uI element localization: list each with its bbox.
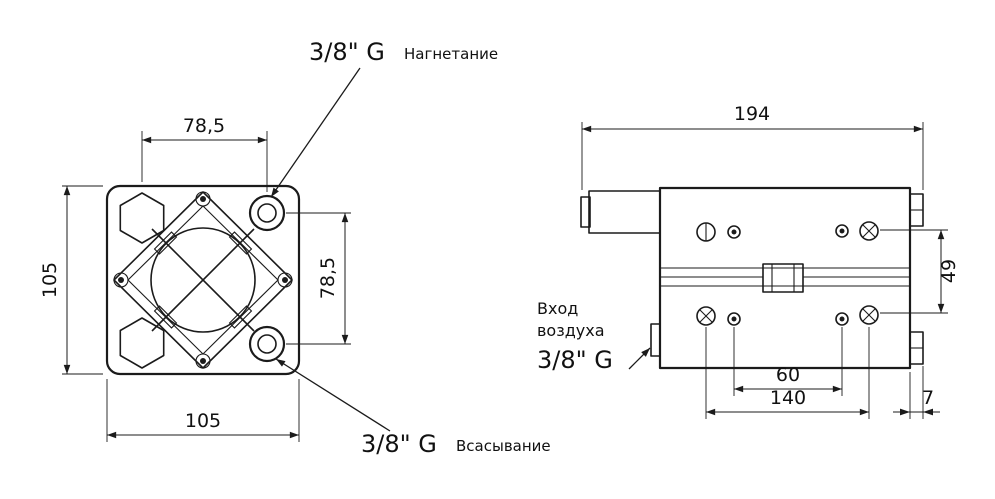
side-view: 194 49 60 140 [537,103,960,419]
dim-side-height: 49 [880,229,960,314]
dim-side-edge-offset: 7 [893,366,940,419]
center-chamber-circle [150,227,256,333]
suction-name-text: Всасывание [456,437,551,455]
dim-side-edge-offset-text: 7 [922,387,934,409]
air-inlet-callout: Вход воздуха 3/8" G [537,299,651,374]
discharge-size-text: 3/8" G [309,38,385,66]
center-clamp [762,263,804,293]
side-body-outline [658,186,912,370]
dim-front-left-height: 105 [39,185,103,375]
air-inlet-text-line2: воздуха [537,321,605,340]
dim-side-overall-width: 194 [581,103,924,190]
rib-diagonal-2 [151,228,255,332]
dim-front-top-width: 78,5 [141,115,268,192]
side-screws-bottom [696,305,879,326]
hex-plug-top-left [119,192,165,244]
dim-7-arrow-left [900,408,910,416]
air-inlet-text-line1: Вход [537,299,578,318]
front-screw-left [113,272,129,288]
dim-side-bolt-outer: 140 [705,327,870,419]
suction-callout: 3/8" G Всасывание [275,358,551,458]
dim-front-top-width-text: 78,5 [183,115,225,137]
dim-side-bolt-inner-text: 60 [776,364,800,386]
air-inlet-boss [650,323,661,357]
dim-side-bolt-outer-text: 140 [770,387,806,409]
dim-front-bottom-width-text: 105 [185,410,221,432]
air-motor-cap [580,196,591,228]
right-tab-top [909,193,924,227]
dim-front-right-height: 78,5 [286,212,351,345]
discharge-callout: 3/8" G Нагнетание [270,38,498,198]
rib-slot-ne [228,231,253,255]
dim-side-height-text: 49 [938,259,960,283]
front-view: 78,5 105 78,5 105 3/8" G Нагнетание [39,38,551,458]
discharge-port [248,194,286,232]
dim-front-right-height-text: 78,5 [317,257,339,299]
discharge-name-text: Нагнетание [404,45,498,63]
suction-size-text: 3/8" G [361,430,437,458]
suction-port [248,325,286,363]
rib-slot-nw [153,231,178,255]
dim-7-arrow-right [923,408,933,416]
air-motor-body [588,190,661,234]
hex-plug-bottom-left [119,317,165,369]
rib-slot-sw [153,305,178,329]
rib-slot-se [228,305,253,329]
right-tab-bottom [909,331,924,365]
front-screw-right [277,272,293,288]
side-screws-top [696,221,879,242]
dim-front-left-height-text: 105 [39,262,61,298]
dim-side-bolt-inner: 60 [733,327,843,396]
air-inlet-size-text: 3/8" G [537,346,613,374]
front-screw-bottom [195,353,211,369]
dim-side-overall-width-text: 194 [734,103,770,125]
front-screw-top [195,191,211,207]
body-seam [660,267,910,287]
dim-front-bottom-width: 105 [106,379,300,442]
